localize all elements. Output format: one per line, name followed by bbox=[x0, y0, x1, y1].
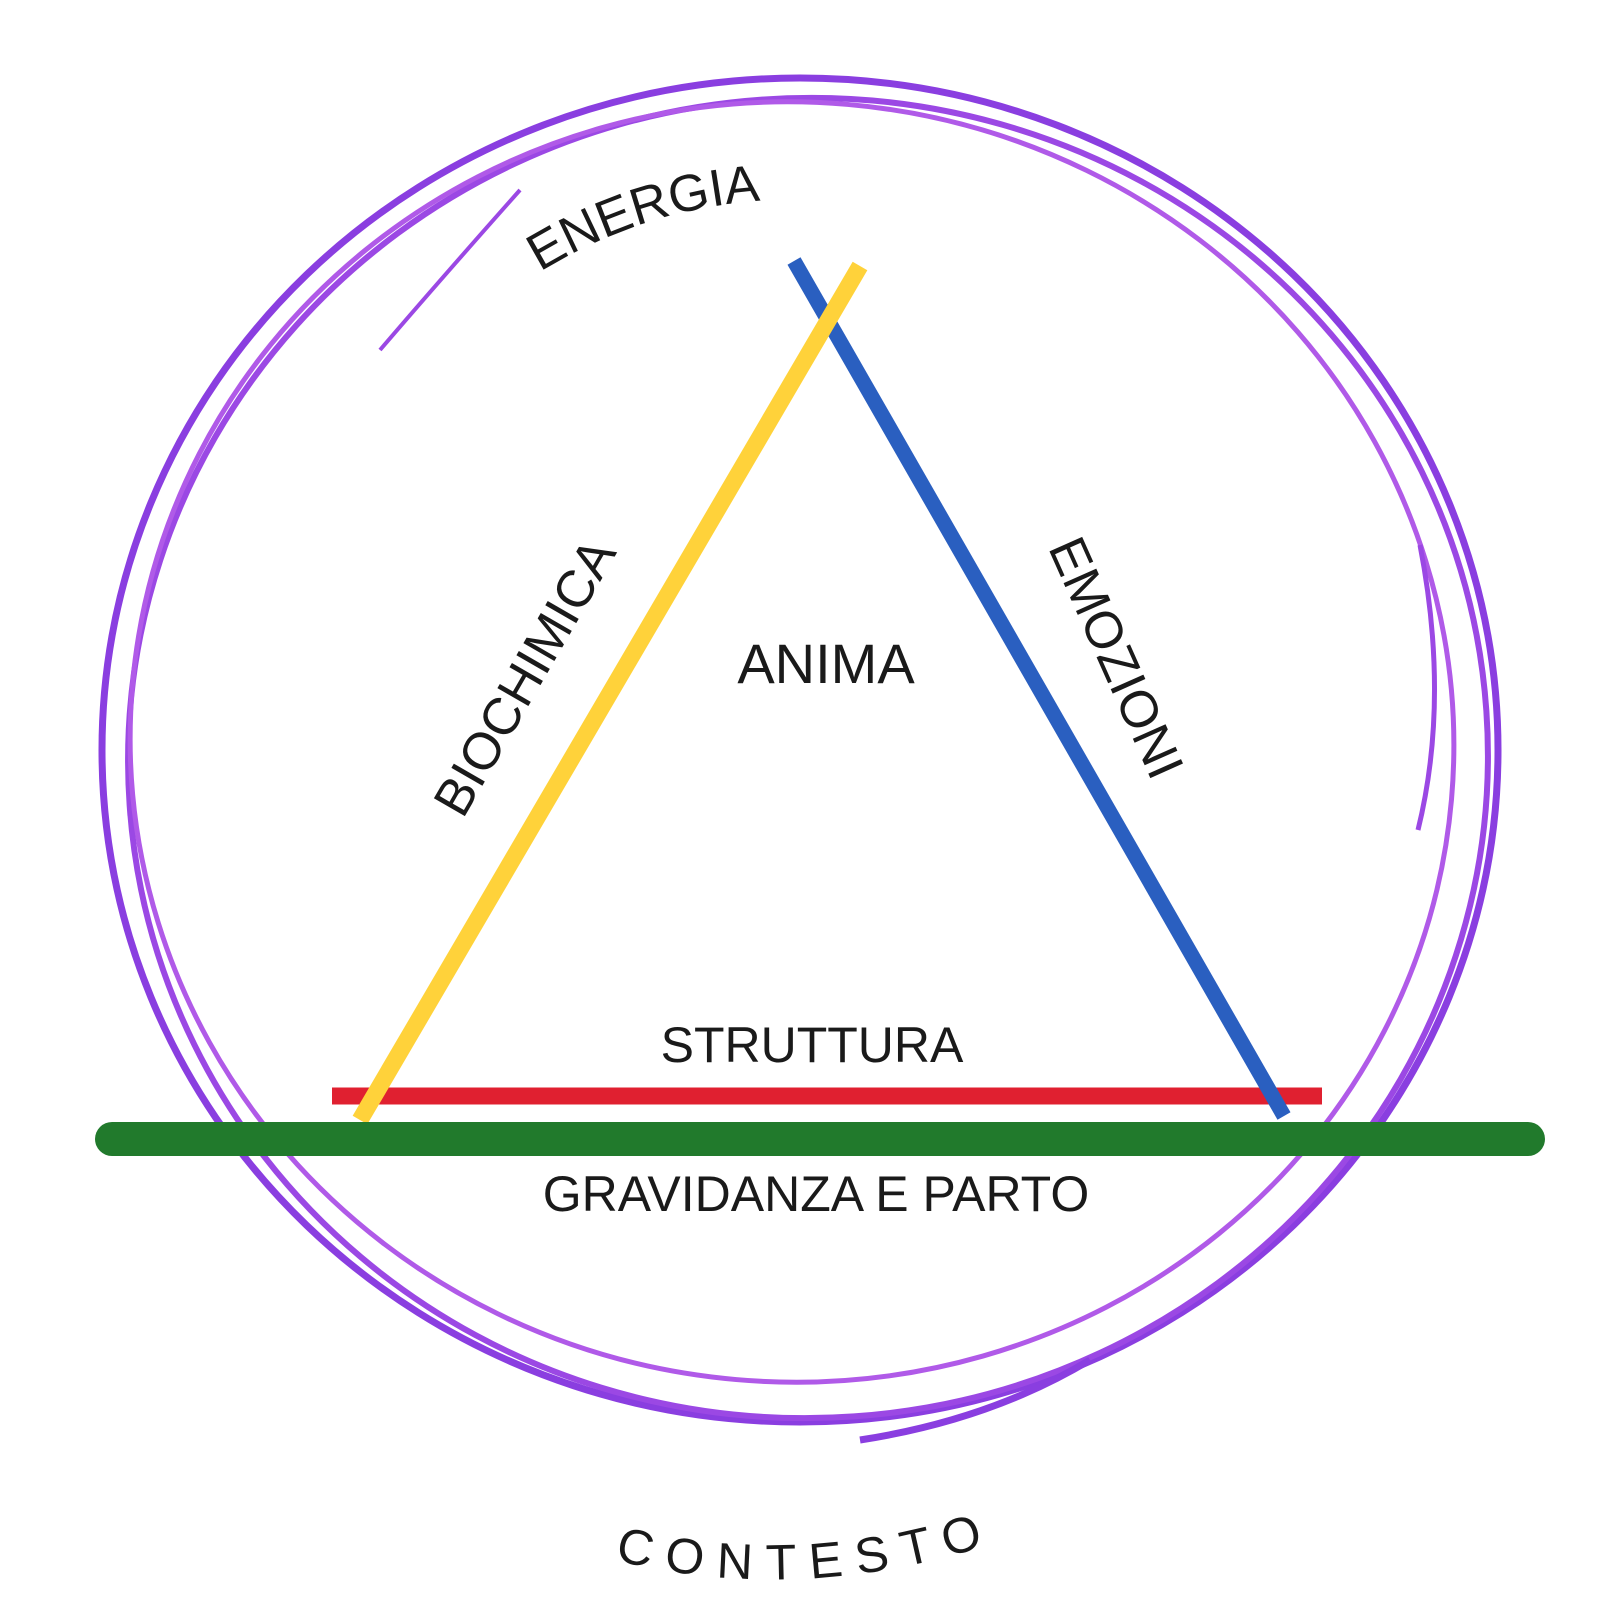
context-stroke-topleft bbox=[378, 188, 522, 352]
structure-label: STRUTTURA bbox=[661, 1017, 964, 1073]
context-ring-inner bbox=[127, 99, 1457, 1385]
biochemistry-label: BIOCHIMICA bbox=[423, 529, 628, 826]
emotions-label: EMOZIONI bbox=[1037, 529, 1195, 787]
energy-label: ENERGIA bbox=[517, 155, 762, 282]
context-stroke-bottom bbox=[859, 1356, 1092, 1444]
context-ring-mid bbox=[125, 94, 1491, 1422]
soul-label: ANIMA bbox=[737, 632, 915, 695]
pregnancy-birth-label: GRAVIDANZA E PARTO bbox=[543, 1166, 1089, 1222]
context-label: CONTESTO bbox=[612, 1499, 1001, 1591]
context-stroke-right bbox=[1415, 544, 1437, 831]
biochemistry-line bbox=[352, 261, 868, 1125]
context-circle bbox=[98, 74, 1502, 1444]
context-ring-outer bbox=[98, 74, 1502, 1426]
emotions-line bbox=[787, 257, 1291, 1120]
